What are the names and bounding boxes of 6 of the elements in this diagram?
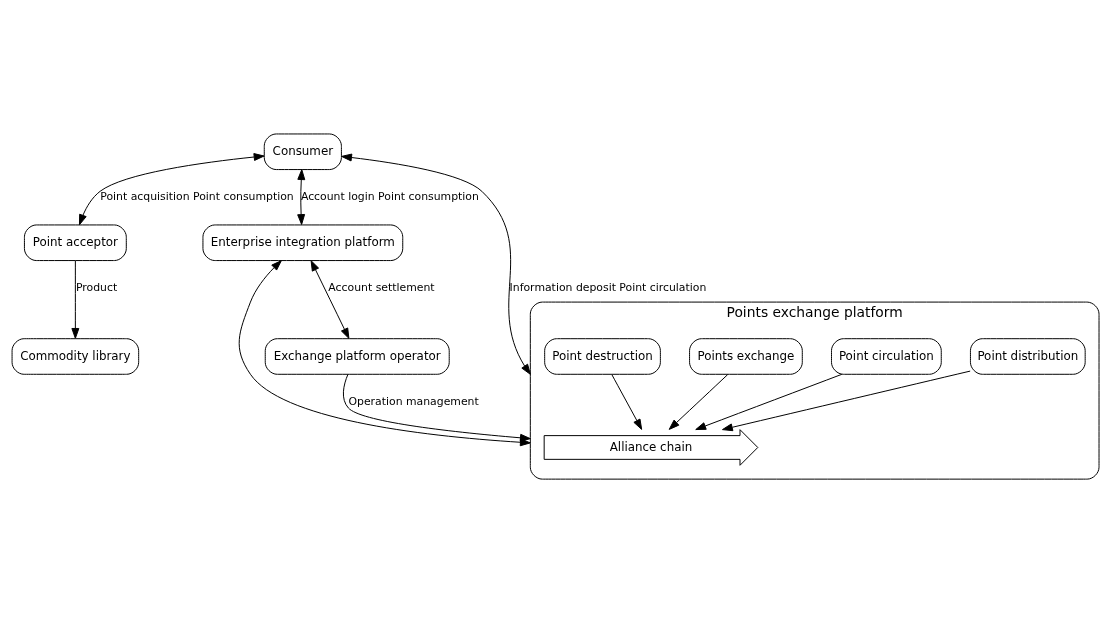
edge-label: Information deposit Point circulation: [509, 281, 707, 295]
edge-label: Account settlement: [328, 281, 435, 295]
edge-label: Account login Point consumption: [300, 190, 479, 204]
edge-label: Point acquisition Point consumption: [100, 190, 294, 204]
edge-label: Product: [76, 281, 118, 295]
edge-label: Operation management: [348, 394, 479, 408]
